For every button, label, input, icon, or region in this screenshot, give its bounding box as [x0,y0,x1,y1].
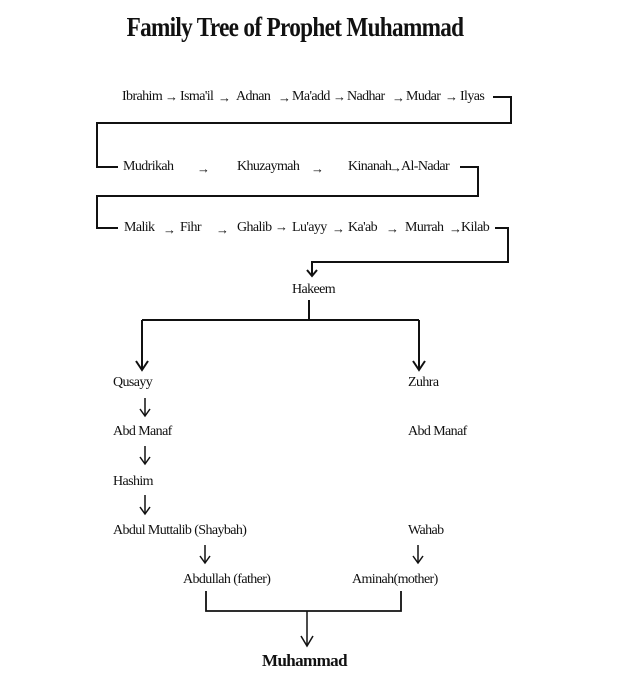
ancestor-malik: Malik [124,220,155,235]
ancestor-zuhra: Zuhra [408,375,439,390]
ancestor-maadd: Ma'add [292,89,330,104]
arrow-right-icon: → [163,222,176,237]
ancestor-fihr: Fihr [180,220,202,235]
arrowhead-icon [412,360,426,372]
arrow-right-icon: → [218,90,231,105]
ancestor-qusayy: Qusayy [113,375,153,390]
ancestor-abd-manaf-left: Abd Manaf [113,424,172,439]
arrowhead-icon [306,269,318,278]
ancestor-abdul-muttalib: Abdul Muttalib (Shaybah) [113,523,247,538]
ancestor-khuzaymah: Khuzaymah [237,159,300,174]
ancestor-kaab: Ka'ab [348,220,378,235]
ancestor-wahab: Wahab [408,523,444,538]
ancestor-mudar: Mudar [406,89,441,104]
ancestor-kilab: Kilab [461,220,490,235]
ancestor-mudrikah: Mudrikah [123,159,174,174]
ancestor-murrah: Murrah [405,220,444,235]
row3-to-hakeem-connector [311,227,509,275]
arrow-right-icon: → [333,89,346,104]
ancestor-ismail: Isma'il [180,89,214,104]
row1-to-row2-connector [96,96,512,168]
arrow-right-icon: → [278,90,291,105]
row2-to-row3-connector [96,166,479,229]
arrowhead-icon [135,360,149,372]
arrow-right-icon: → [165,89,178,104]
parents-connector [205,591,402,612]
arrow-right-icon: → [392,90,405,105]
ancestor-adnan: Adnan [236,89,271,104]
ancestor-ibrahim: Ibrahim [122,89,163,104]
ancestor-abd-manaf-right: Abd Manaf [408,424,467,439]
arrow-right-icon: → [389,160,402,175]
ancestor-kinanah: Kinanah [348,159,392,174]
ancestor-hakeem: Hakeem [292,282,336,297]
diagram-title: Family Tree of Prophet Muhammad [126,12,465,42]
ancestor-hashim: Hashim [113,474,154,489]
descent-arrows [139,398,424,565]
arrowhead-icon [300,635,314,648]
arrow-right-icon: → [275,219,288,234]
arrow-right-icon: → [449,221,462,236]
arrow-right-icon: → [311,161,324,176]
ancestor-nadhar: Nadhar [347,89,385,104]
mother-aminah: Aminah(mother) [352,572,438,587]
arrow-right-icon: → [197,161,210,176]
ancestor-luayy: Lu'ayy [292,220,327,235]
arrow-right-icon: → [332,221,345,236]
prophet-muhammad: Muhammad [262,651,348,670]
father-abdullah: Abdullah (father) [183,572,271,587]
arrow-right-icon: → [386,221,399,236]
arrow-right-icon: → [445,89,458,104]
ancestor-al-nadar: Al-Nadar [401,159,450,174]
ancestor-ghalib: Ghalib [237,220,272,235]
ancestor-ilyas: Ilyas [460,89,485,104]
arrow-right-icon: → [216,222,229,237]
